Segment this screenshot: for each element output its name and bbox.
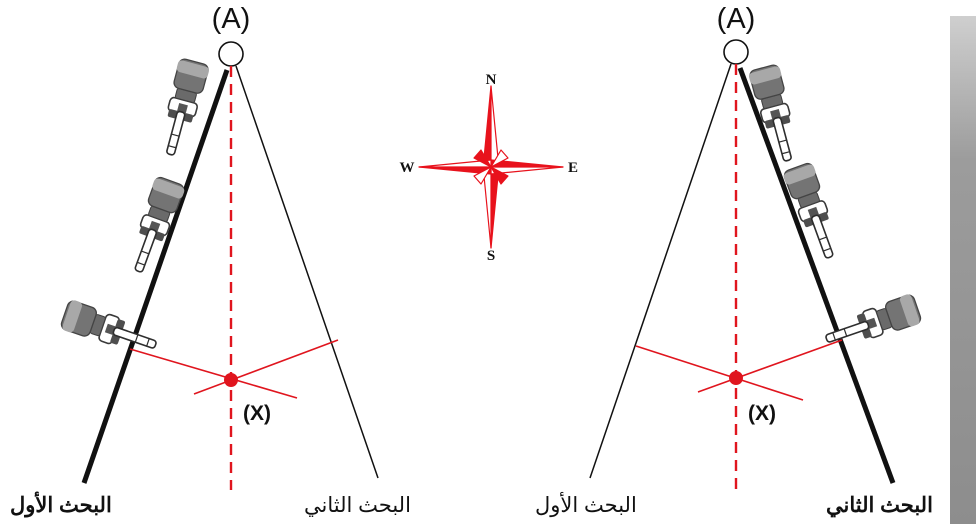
point-x-marker bbox=[224, 373, 238, 387]
point-x-marker bbox=[729, 371, 743, 385]
second-search-label: البحث الثاني bbox=[826, 494, 933, 518]
red-crossing-line bbox=[697, 339, 843, 393]
compass-west-label: W bbox=[400, 160, 415, 176]
search-line-first bbox=[81, 69, 230, 484]
compass-rose-icon: N S E W bbox=[400, 72, 579, 264]
point-a-marker bbox=[218, 41, 244, 67]
point-a-label: (A) bbox=[212, 3, 251, 35]
point-x-label: (X) bbox=[243, 402, 271, 425]
left-panel: (A) (X) البحث الأول البحث الثاني bbox=[10, 3, 411, 518]
red-crossing-line bbox=[129, 348, 298, 399]
compass-east-label: E bbox=[568, 160, 578, 176]
point-x-label: (X) bbox=[748, 402, 776, 425]
search-line-second bbox=[737, 67, 896, 484]
compass-south-label: S bbox=[487, 248, 495, 264]
right-edge-scrollbar bbox=[950, 0, 976, 524]
point-a-label: (A) bbox=[717, 3, 756, 35]
compass-north-label: N bbox=[486, 72, 497, 88]
right-panel: (A) (X) البحث الأول البحث الثاني bbox=[535, 3, 933, 518]
second-search-label: البحث الثاني bbox=[304, 494, 411, 517]
red-crossing-line bbox=[193, 339, 339, 395]
point-a-marker bbox=[723, 39, 749, 65]
metal-detector-icon bbox=[122, 174, 187, 278]
red-crossing-line bbox=[635, 345, 804, 401]
first-search-label: البحث الأول bbox=[10, 491, 112, 518]
search-line-first bbox=[589, 63, 732, 479]
first-search-label: البحث الأول bbox=[535, 491, 637, 518]
search-line-second bbox=[235, 65, 379, 479]
